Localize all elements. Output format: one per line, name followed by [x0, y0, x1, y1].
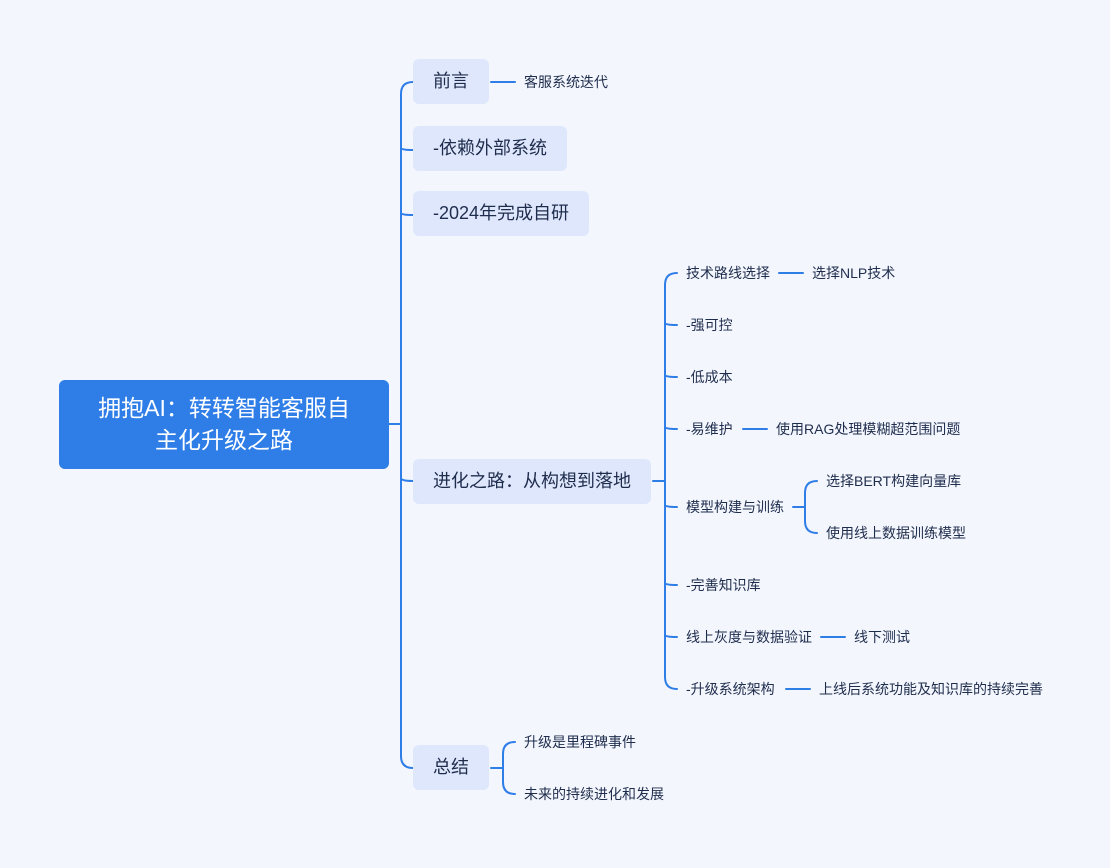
- leaf-tech-nlp[interactable]: 选择NLP技术: [812, 265, 896, 281]
- leaf-controllable[interactable]: -强可控: [686, 317, 733, 333]
- leaf-tech-route[interactable]: 技术路线选择: [686, 265, 770, 281]
- branch-selfdev-2024[interactable]: -2024年完成自研: [413, 191, 590, 236]
- sub-tick-model: [664, 504, 678, 508]
- leaf-milestone[interactable]: 升级是里程碑事件: [524, 734, 636, 750]
- leaf-bert-vector[interactable]: 选择BERT构建向量库: [826, 473, 962, 489]
- sub-tick-maintain: [664, 426, 678, 430]
- branch-preface[interactable]: 前言: [413, 59, 489, 104]
- branch-tick-rely: [400, 147, 414, 151]
- leaf-knowledge-base[interactable]: -完善知识库: [686, 577, 761, 593]
- summary-spine: [502, 741, 516, 795]
- leaf-low-cost[interactable]: -低成本: [686, 369, 733, 385]
- root-topic[interactable]: 拥抱AI：转转智能客服自 主化升级之路: [59, 380, 389, 469]
- leaf-preface-iteration[interactable]: 客服系统迭代: [524, 74, 608, 90]
- leaf-offline-test[interactable]: 线下测试: [854, 629, 910, 645]
- branch-tick-selfdev: [400, 212, 414, 216]
- leaf-continuous-improvement[interactable]: 上线后系统功能及知识库的持续完善: [819, 681, 1043, 697]
- sub-tick-gray: [664, 634, 678, 638]
- leaf-gray-release[interactable]: 线上灰度与数据验证: [686, 629, 812, 645]
- branch-summary[interactable]: 总结: [413, 745, 489, 790]
- branch-tick-evolution: [400, 477, 414, 482]
- root-title-line1: 拥抱AI：转转智能客服自: [98, 395, 350, 421]
- leaf-model-build[interactable]: 模型构建与训练: [686, 499, 784, 515]
- sub-tick-cost: [664, 374, 678, 378]
- sub-tick-kb: [664, 582, 678, 586]
- leaf-maintainable[interactable]: -易维护: [686, 421, 733, 437]
- root-title-line2: 主化升级之路: [155, 427, 293, 453]
- leaf-online-training[interactable]: 使用线上数据训练模型: [826, 525, 966, 541]
- branch-evolution[interactable]: 进化之路：从构想到落地: [413, 459, 651, 504]
- sub-tick-control: [664, 322, 678, 326]
- model-spine: [804, 480, 818, 534]
- branch-rely-external[interactable]: -依赖外部系统: [413, 126, 567, 171]
- main-spine: [400, 81, 414, 769]
- evolution-spine: [664, 272, 678, 690]
- leaf-rag[interactable]: 使用RAG处理模糊超范围问题: [776, 421, 961, 437]
- leaf-future[interactable]: 未来的持续进化和发展: [524, 786, 664, 802]
- leaf-upgrade-architecture[interactable]: -升级系统架构: [686, 681, 775, 697]
